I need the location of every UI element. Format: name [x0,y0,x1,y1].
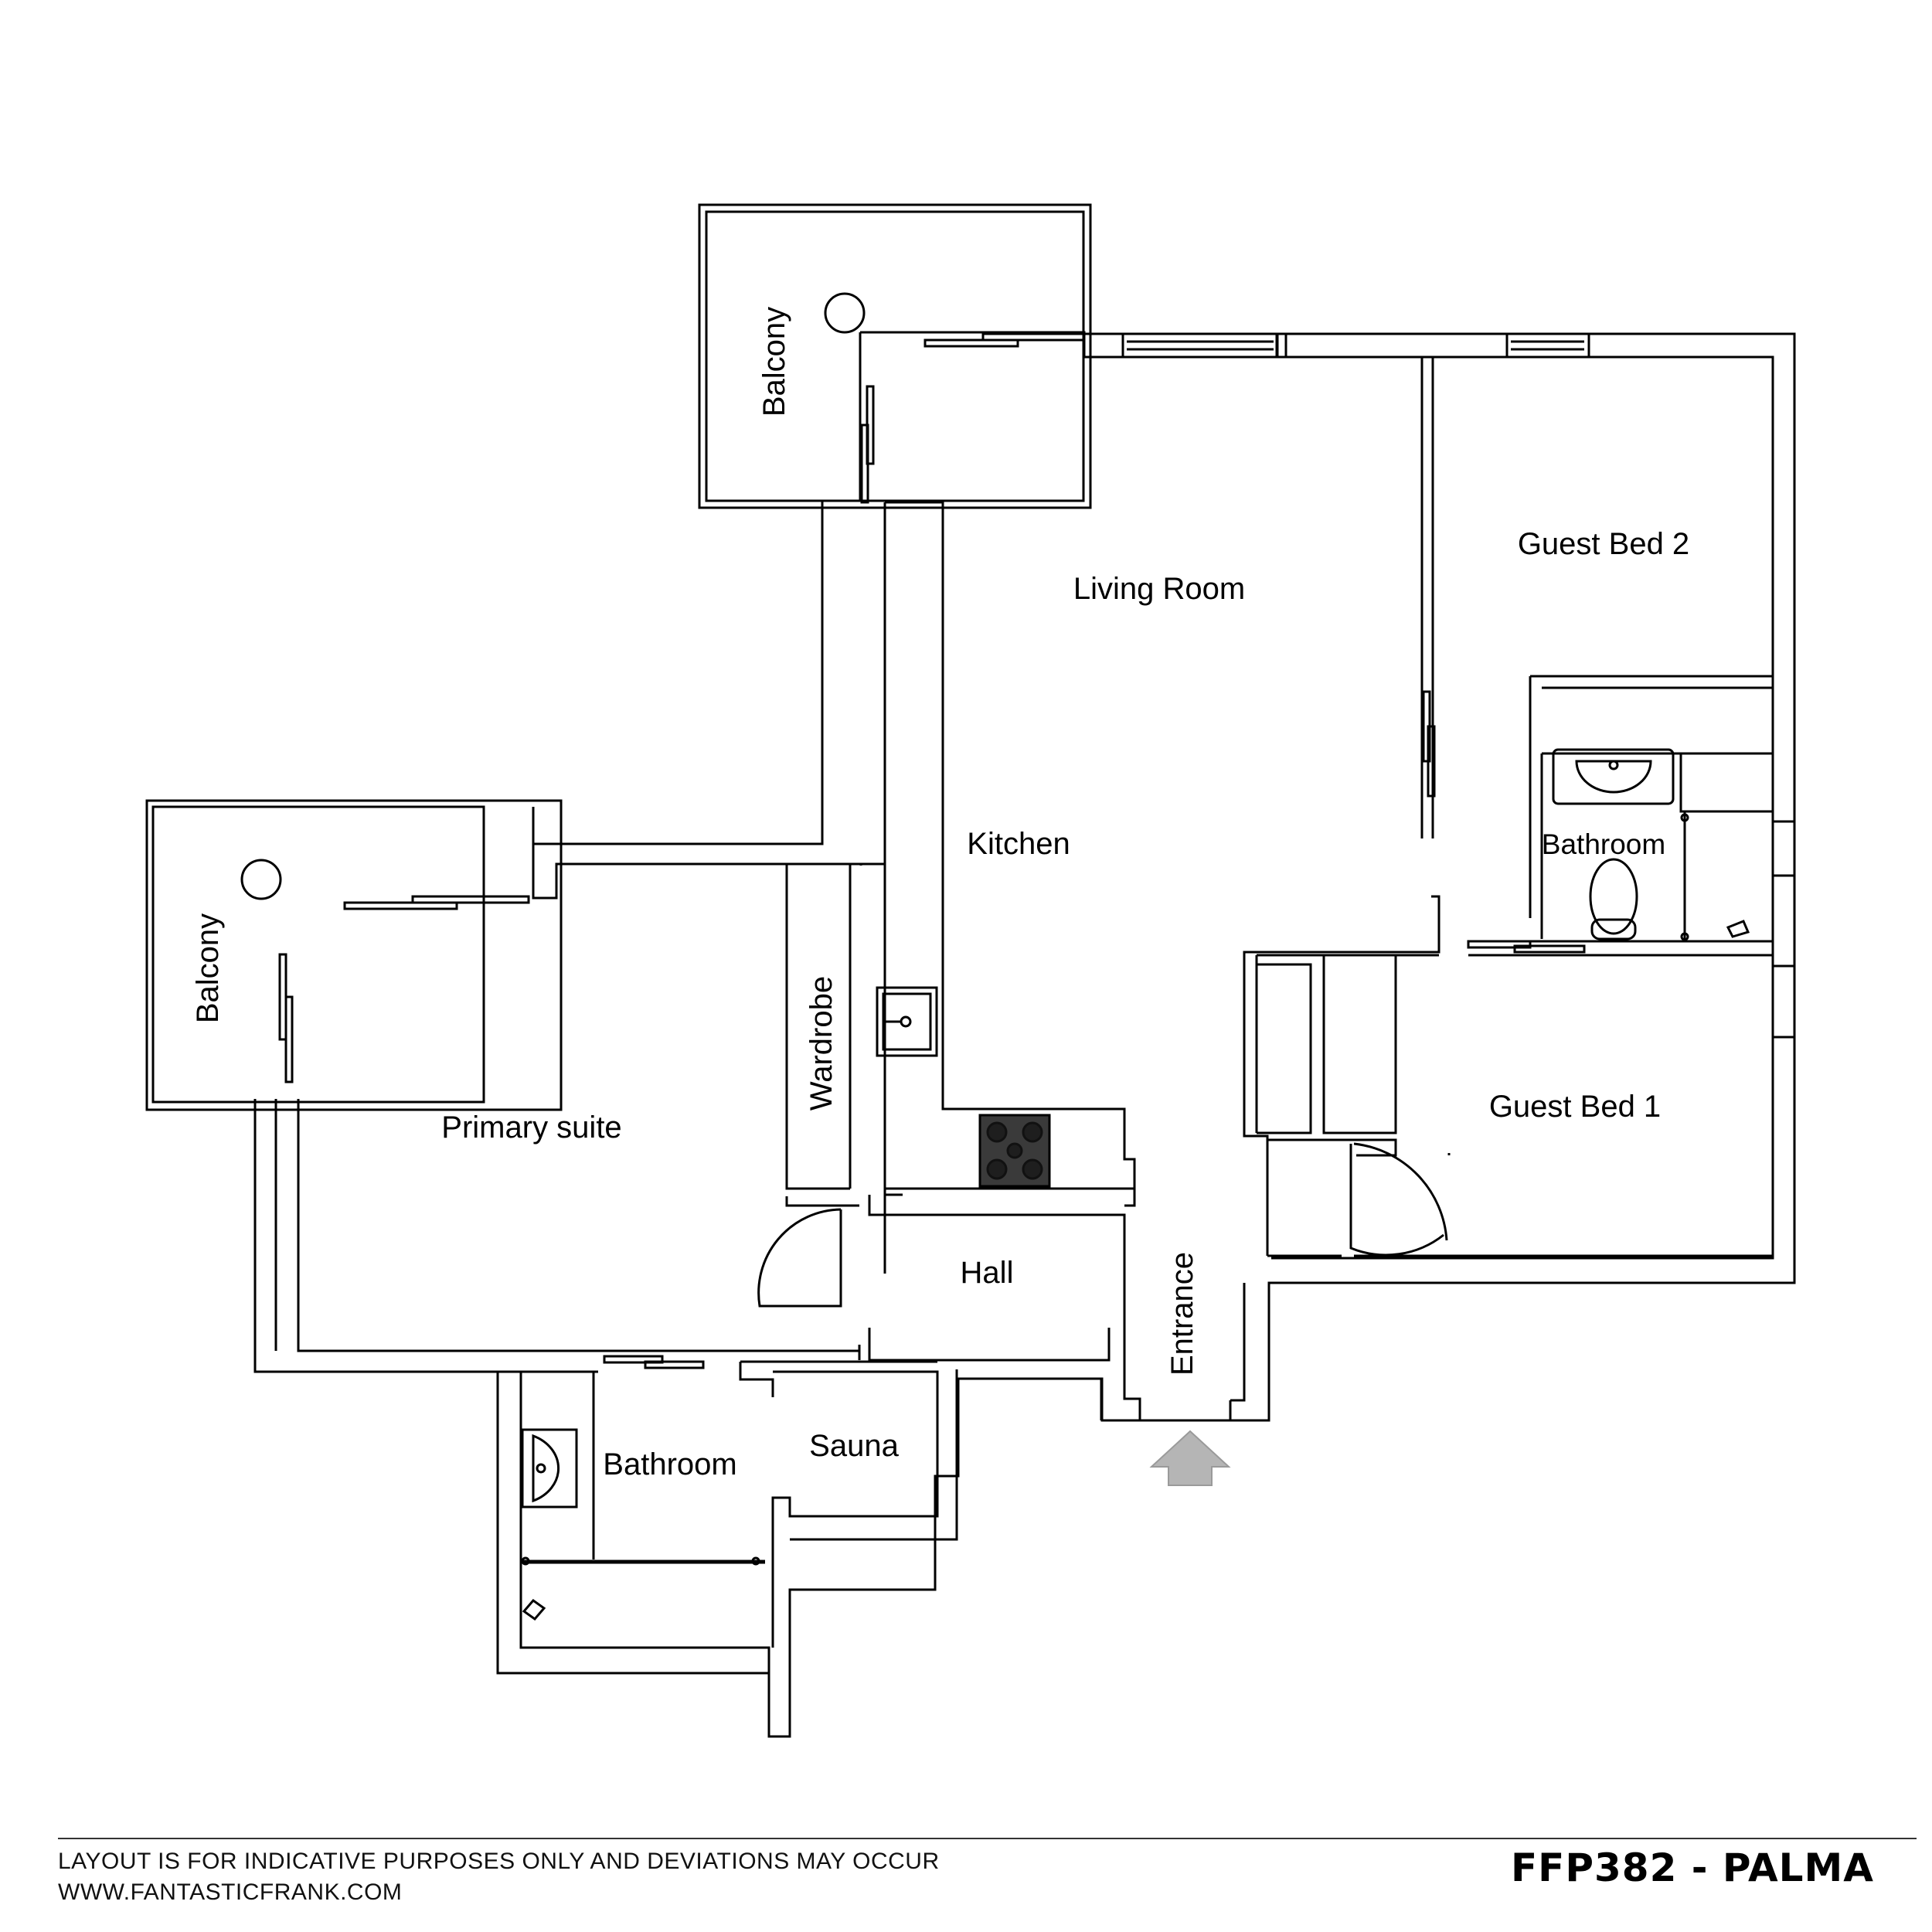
footer-disclaimer: LAYOUT IS FOR INDICATIVE PURPOSES ONLY A… [58,1849,940,1874]
interior-walls [1243,357,1774,1257]
windows [1121,332,1796,1039]
sliding-doors [278,332,1586,1369]
washbasin-icon [1552,748,1675,805]
tap-icon [1726,920,1750,938]
toilet-icon [1589,858,1638,935]
fixtures [521,748,1750,1621]
label-balcony-top: Balcony [757,307,791,417]
label-guest-bed-1: Guest Bed 1 [1489,1090,1661,1124]
swing-doors [757,1142,1448,1308]
exterior-walls [253,331,1796,1738]
label-living-room: Living Room [1073,572,1245,606]
footer-website-link[interactable]: WWW.FANTASTICFRANK.COM [58,1879,403,1905]
hob-icon [978,1114,1051,1188]
label-hall: Hall [961,1256,1014,1290]
washbasin-icon [521,1428,578,1509]
entrance-arrow-icon [1149,1430,1231,1486]
footer-divider [58,1838,1917,1839]
label-bathroom-primary: Bathroom [603,1447,736,1481]
label-guest-bed-2: Guest Bed 2 [1518,527,1689,561]
label-entrance: Entrance [1165,1252,1199,1376]
bathroom-sauna-walls [498,1360,958,1736]
balcony-post-icon [240,859,282,900]
balcony-post-icon [824,292,866,334]
kitchen-sink-icon [876,986,938,1057]
label-kitchen: Kitchen [967,827,1070,861]
label-sauna: Sauna [809,1429,899,1463]
label-balcony-left: Balcony [191,913,225,1023]
label-bathroom-guest: Bathroom [1542,828,1665,860]
label-wardrobe: Wardrobe [804,976,838,1111]
tap-icon [522,1598,546,1621]
kitchen-walls [785,502,1269,1422]
label-primary-suite: Primary suite [441,1111,621,1145]
plan-code: FFP382 - PALMA [1511,1845,1874,1890]
